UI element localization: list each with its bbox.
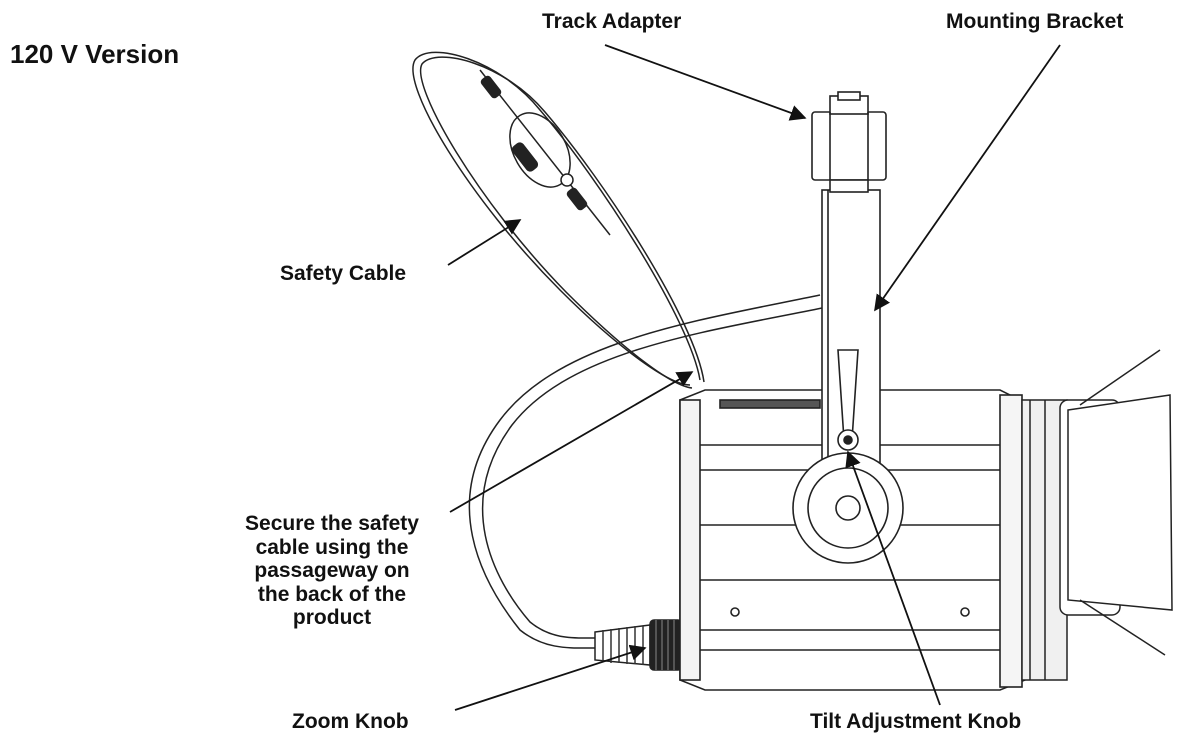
mounting-bracket-label: Mounting Bracket	[946, 10, 1124, 33]
arrow-mounting-bracket	[874, 44, 1061, 312]
power-cord	[468, 294, 823, 649]
secure-note-line: passageway on	[254, 559, 410, 583]
mounting-bracket	[792, 189, 904, 564]
safety-cable	[412, 51, 705, 389]
zoom-knob-assembly	[594, 619, 683, 671]
secure-note-line: the back of the	[257, 582, 407, 606]
arrow-tilt-knob	[845, 450, 941, 706]
leader-lines	[447, 44, 1061, 711]
tilt-adjustment-knob-label: Tilt Adjustment Knob	[810, 710, 1022, 733]
track-adapter	[811, 91, 887, 193]
zoom-knob-label: Zoom Knob	[292, 710, 409, 733]
arrow-zoom-knob	[454, 644, 647, 711]
arrow-safety-cable	[447, 219, 522, 266]
arrow-track-adapter	[604, 44, 807, 121]
arrow-secure-passageway	[449, 371, 694, 513]
secure-note-line: Secure the safety	[245, 512, 419, 535]
track-adapter-label: Track Adapter	[542, 10, 682, 33]
secure-note-label: Secure the safety cable using the passag…	[206, 512, 458, 630]
secure-note-line: cable using the	[255, 535, 409, 559]
secure-note-line: product	[292, 606, 372, 630]
barn-door	[1021, 349, 1173, 681]
safety-cable-label: Safety Cable	[280, 262, 407, 285]
diagram-title: 120 V Version	[10, 39, 180, 69]
